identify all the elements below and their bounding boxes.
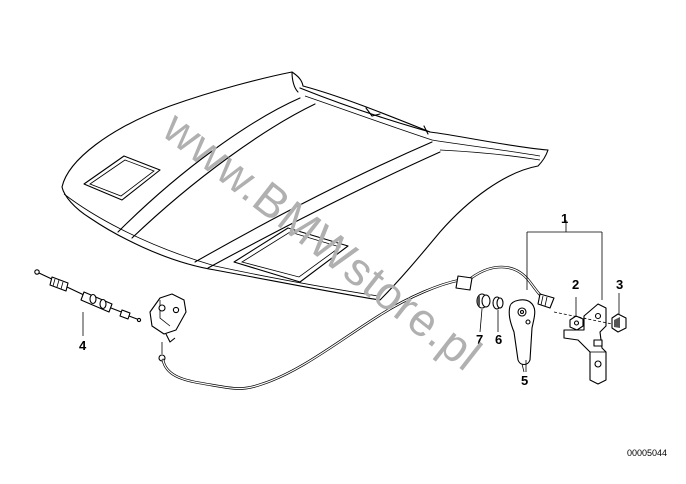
callout-5: 5 [521,373,528,388]
callout-1: 1 [561,211,568,226]
callout-7: 7 [476,332,483,347]
callout-3: 3 [616,277,623,292]
hood-illustration [61,71,549,301]
callout-6: 6 [495,332,502,347]
bracket-part-1 [526,220,613,385]
clip-part-3 [611,293,627,333]
release-cable-end-part-4 [34,269,142,323]
callout-4: 4 [79,338,87,353]
callout-2: 2 [572,277,579,292]
bowden-cable [161,265,555,390]
bushing-part-6 [492,296,504,332]
lever-part-5 [508,299,536,373]
watermark: www.BMWstore.pl [153,100,492,381]
grommet-part-7 [476,293,491,333]
hood-lock [149,293,187,362]
diagram-code: 00005044 [627,448,667,458]
nut-part-2 [569,297,584,331]
